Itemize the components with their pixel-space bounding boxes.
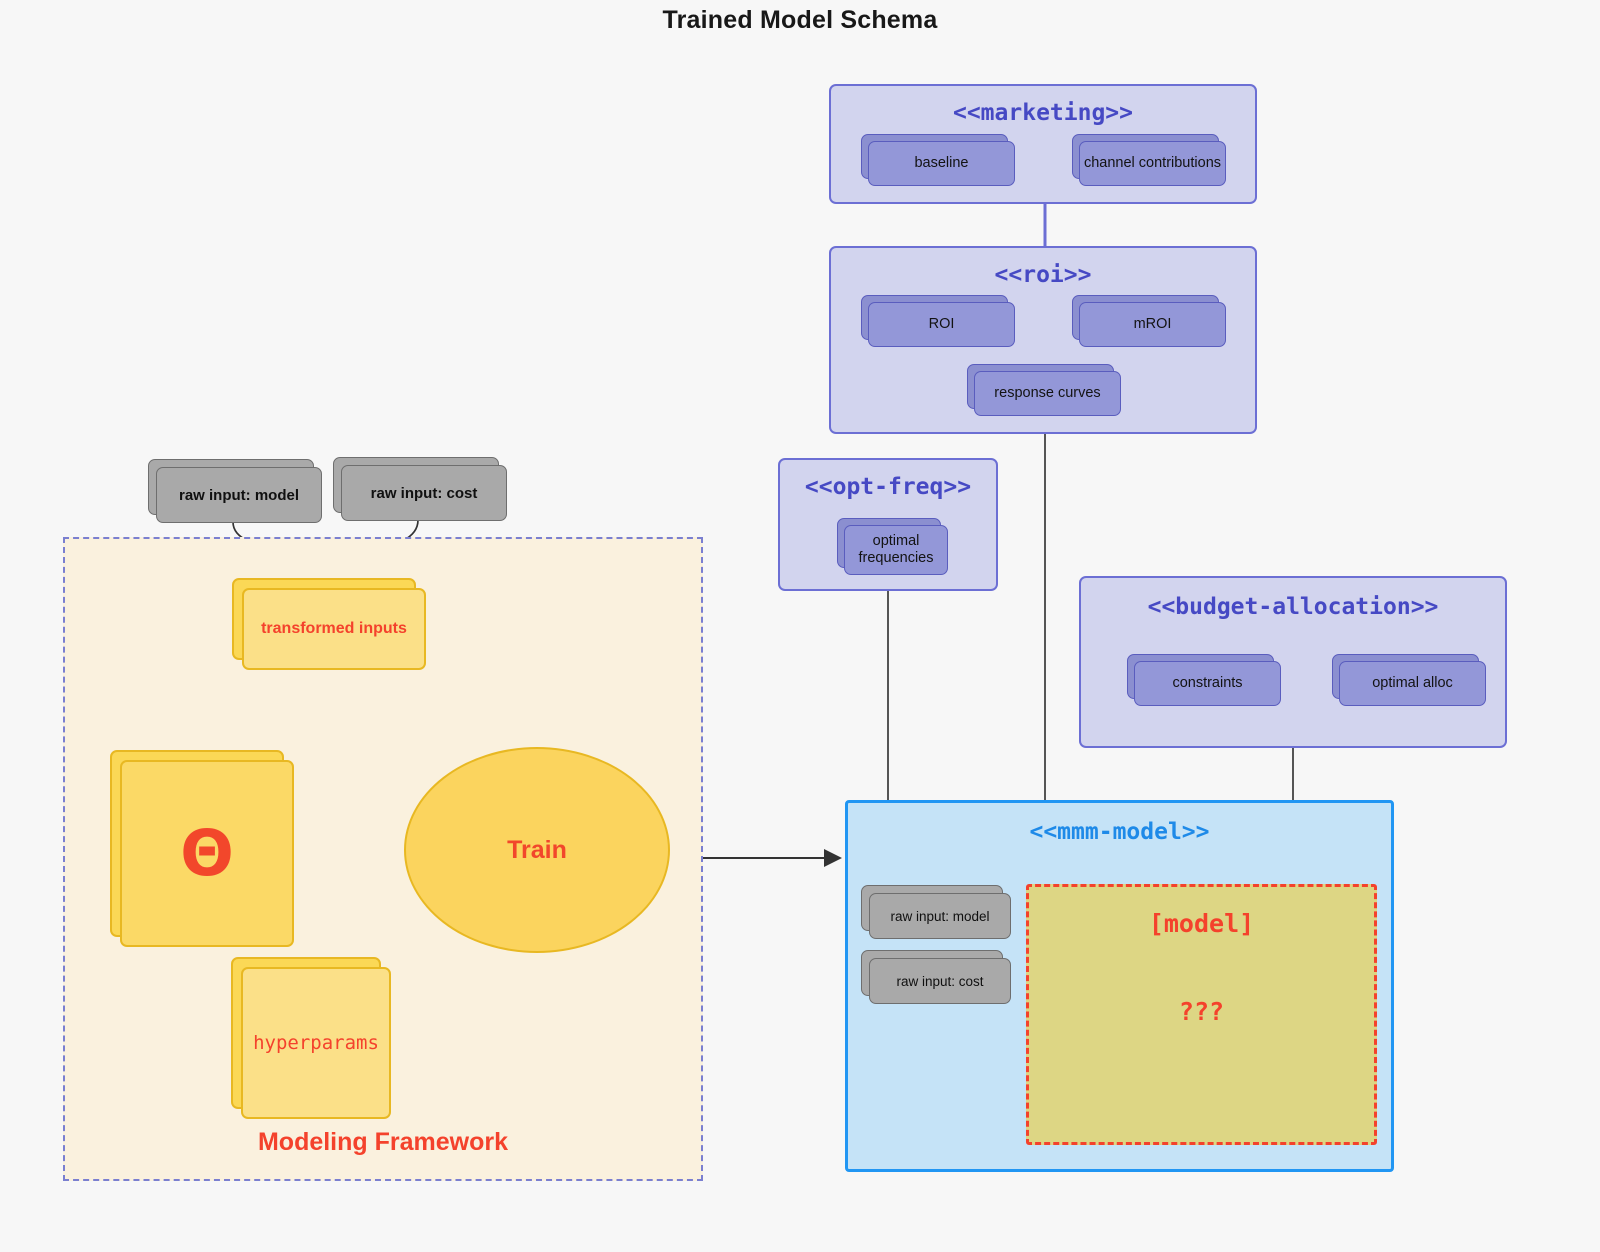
transformed-inputs-label: transformed inputs [261,620,407,637]
package-budget-allocation-title: <<budget-allocation>> [1147,594,1439,620]
hyperparams-label: hyperparams [253,1032,379,1054]
package-opt-freq-title: <<opt-freq>> [804,474,972,500]
note-baseline-label: baseline [868,141,1015,186]
mmm-raw-input-model-note[interactable]: raw input: model [861,885,1011,939]
note-channel-contributions[interactable]: channel contributions [1072,134,1226,186]
modeling-framework-label: Modeling Framework [257,1128,509,1156]
note-baseline[interactable]: baseline [861,134,1015,186]
model-placeholder-name: [model] [1148,909,1255,938]
note-constraints-label: constraints [1134,661,1281,706]
raw-input-model-note[interactable]: raw input: model [148,459,322,523]
note-response-curves[interactable]: response curves [967,364,1121,416]
train-ellipse[interactable]: Train [404,747,670,953]
hyperparams-note[interactable]: hyperparams [231,957,391,1119]
page-title: Trained Model Schema [662,6,938,34]
note-mroi-label: mROI [1079,302,1226,347]
transformed-inputs-note[interactable]: transformed inputs [232,578,426,670]
raw-input-cost-label: raw input: cost [341,465,507,521]
train-label: Train [507,835,567,864]
package-marketing-title: <<marketing>> [952,100,1133,126]
mmm-raw-input-model-label: raw input: model [869,893,1011,939]
note-channel-contributions-label: channel contributions [1079,141,1226,186]
note-roi-label: ROI [868,302,1015,347]
note-optimal-alloc[interactable]: optimal alloc [1332,654,1486,706]
package-roi-title: <<roi>> [994,262,1092,288]
mmm-raw-input-cost-label: raw input: cost [869,958,1011,1004]
theta-symbol: Θ [180,817,234,890]
theta-face: Θ [120,760,294,947]
model-placeholder-unknown: ??? [1178,997,1225,1026]
package-mmm-model-title: <<mmm-model>> [1029,819,1210,845]
raw-input-cost-note[interactable]: raw input: cost [333,457,507,521]
theta-note[interactable]: Θ [110,750,294,947]
note-mroi[interactable]: mROI [1072,295,1226,347]
model-placeholder-box[interactable]: [model] ??? [1026,884,1377,1145]
note-response-curves-label: response curves [974,371,1121,416]
note-roi[interactable]: ROI [861,295,1015,347]
transformed-inputs-face: transformed inputs [242,588,426,670]
mmm-raw-input-cost-note[interactable]: raw input: cost [861,950,1011,1004]
note-constraints[interactable]: constraints [1127,654,1281,706]
note-optimal-frequencies[interactable]: optimal frequencies [837,518,948,575]
note-optimal-alloc-label: optimal alloc [1339,661,1486,706]
raw-input-model-label: raw input: model [156,467,322,523]
note-optimal-frequencies-label: optimal frequencies [844,525,948,575]
hyperparams-face: hyperparams [241,967,391,1119]
